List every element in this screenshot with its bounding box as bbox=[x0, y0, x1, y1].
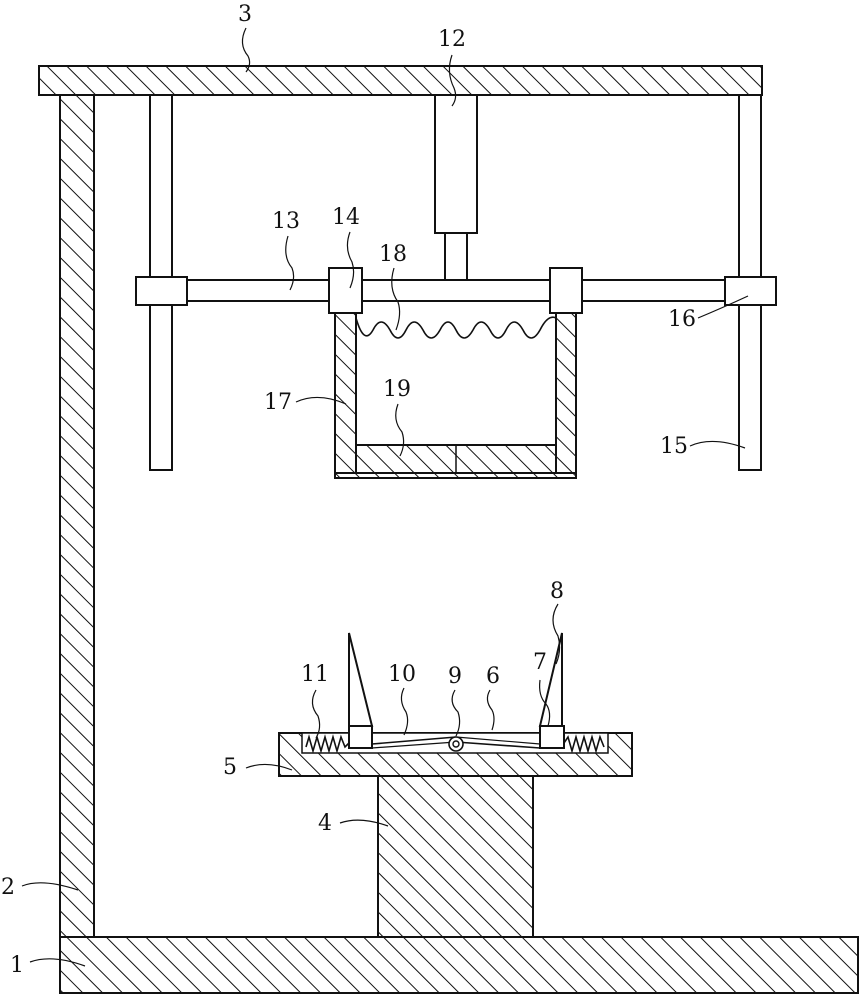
label-10: 10 bbox=[388, 662, 416, 687]
guide-sleeve-left bbox=[136, 277, 187, 305]
label-9: 9 bbox=[448, 664, 462, 689]
pivot-inner bbox=[453, 741, 459, 747]
label-2: 2 bbox=[1, 875, 15, 900]
leader-10 bbox=[401, 688, 407, 735]
label-4: 4 bbox=[318, 811, 332, 836]
slider-block-right bbox=[540, 726, 564, 748]
label-5: 5 bbox=[223, 755, 237, 780]
leader-15 bbox=[690, 441, 745, 448]
label-7: 7 bbox=[533, 650, 547, 675]
support-pedestal bbox=[378, 776, 533, 937]
mount-block-right bbox=[550, 268, 582, 313]
box-wall-left bbox=[335, 313, 356, 473]
box-wall-right bbox=[556, 313, 576, 473]
top-beam bbox=[39, 66, 762, 95]
guide-sleeve-right bbox=[725, 277, 776, 305]
blade-right bbox=[540, 633, 562, 726]
piston-rod bbox=[445, 233, 467, 280]
base-plate bbox=[60, 937, 858, 993]
label-3: 3 bbox=[238, 2, 252, 27]
label-16: 16 bbox=[668, 307, 696, 332]
label-6: 6 bbox=[486, 664, 500, 689]
vertical-column bbox=[60, 95, 94, 937]
wave-spring bbox=[356, 317, 556, 338]
label-1: 1 bbox=[10, 953, 24, 978]
leader-6 bbox=[487, 690, 494, 730]
leader-9 bbox=[452, 690, 459, 736]
label-12: 12 bbox=[438, 27, 466, 52]
mount-block-left bbox=[329, 268, 362, 313]
label-18: 18 bbox=[379, 242, 407, 267]
cross-bar bbox=[186, 280, 726, 301]
label-17: 17 bbox=[264, 390, 292, 415]
label-13: 13 bbox=[272, 209, 300, 234]
leader-11 bbox=[312, 690, 319, 738]
blade-left bbox=[349, 633, 372, 726]
slider-block-left bbox=[349, 726, 372, 748]
label-15: 15 bbox=[660, 434, 688, 459]
label-14: 14 bbox=[332, 205, 360, 230]
label-11: 11 bbox=[301, 662, 329, 687]
label-19: 19 bbox=[383, 377, 411, 402]
cylinder-body bbox=[435, 95, 477, 233]
label-8: 8 bbox=[550, 579, 564, 604]
